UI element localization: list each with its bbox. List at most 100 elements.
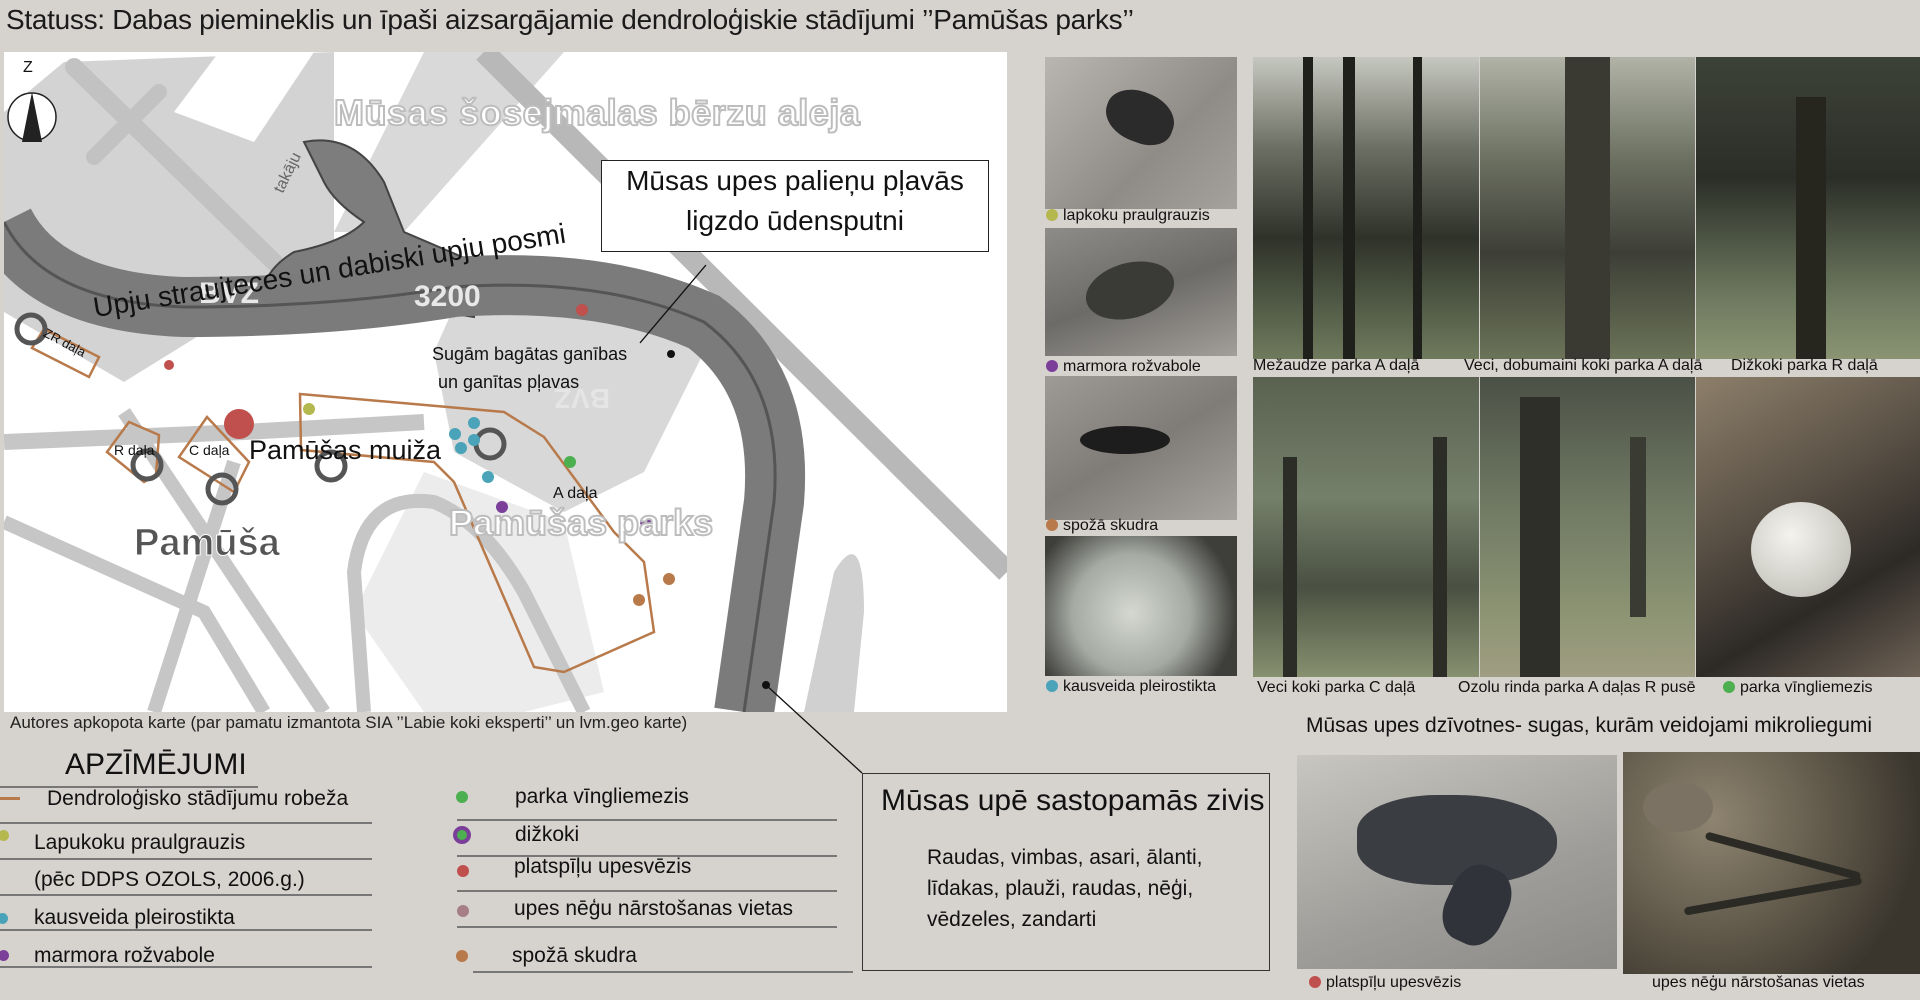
tree-trunk <box>1630 437 1646 617</box>
legend-boundary-swatch <box>0 797 20 800</box>
map-road <box>346 493 591 712</box>
map-road <box>65 58 283 271</box>
caption-oak-row: Ozolu rinda parka A daļas R pusē <box>1458 679 1696 696</box>
map-area-block <box>804 554 864 712</box>
caption-rosechafer: marmora rožvabole <box>1046 358 1201 376</box>
legend-divider <box>473 971 853 973</box>
callout-birds-line1: Mūsas upes palieņu pļavās <box>626 165 964 196</box>
map-canvas <box>4 52 1007 712</box>
lamprey-shape <box>1683 876 1863 916</box>
caption-dot <box>1046 360 1058 372</box>
callout-anchor <box>667 350 675 358</box>
tree-trunk <box>1413 57 1422 359</box>
fish-callout-leader <box>765 684 863 774</box>
label-a-part: A daļa <box>553 485 598 502</box>
legend-divider <box>0 966 372 968</box>
label-village: Pamūša <box>134 522 281 565</box>
legend-divider <box>457 855 837 857</box>
tree-trunk <box>1565 57 1610 359</box>
rosechafer-dot <box>640 516 652 528</box>
legend-divider <box>457 926 837 928</box>
photo-oak-row[interactable] <box>1480 377 1695 677</box>
north-label: Z <box>23 59 33 76</box>
legend-divider <box>0 786 258 788</box>
legend-dot-snail <box>456 791 468 803</box>
caption-ant: spožā skudra <box>1046 517 1158 535</box>
caption-old-trees-a: Veci, dobumaini koki parka A daļā <box>1464 357 1703 374</box>
tree-trunk <box>1796 97 1826 359</box>
pleurosticta-dot <box>468 417 480 429</box>
photo-ant[interactable] <box>1045 376 1237 520</box>
crayfish-dot <box>576 304 588 316</box>
manor-dot <box>224 409 254 439</box>
lamprey-shape <box>1704 831 1862 881</box>
legend-divider <box>457 890 837 892</box>
caption-dizkoki-r: Dižkoki parka R daļā <box>1731 357 1878 374</box>
label-pasture: Sugām bagātas ganības <box>432 344 628 364</box>
fish-box-heading: Mūsas upē sastopamās zivis <box>881 784 1265 817</box>
map-road <box>476 52 1007 580</box>
caption-dot <box>1046 680 1058 692</box>
beetle-shape <box>1098 81 1182 153</box>
boundary-a <box>298 392 656 674</box>
label-bvz: BVZ <box>199 277 259 310</box>
caption-text: parka vīngliemezis <box>1740 679 1873 696</box>
snail-dot <box>564 456 576 468</box>
caption-forest-a: Mežaudze parka A daļā <box>1253 357 1420 374</box>
pleurosticta-dot <box>482 471 494 483</box>
map[interactable]: Z Mūsas šosejmalas bērzu aleja takāju BV… <box>4 52 1007 712</box>
caption-dot <box>1046 519 1058 531</box>
caption-text: lapkoku praulgrauzis <box>1063 207 1210 224</box>
dizkoki-ring <box>314 449 348 483</box>
photo-old-trees-a[interactable] <box>1480 57 1695 359</box>
caption-text: marmora rožvabole <box>1063 358 1201 375</box>
caption-dot <box>1309 976 1321 988</box>
dizkoki-ring <box>14 312 48 346</box>
photo-forest-a[interactable] <box>1253 57 1479 359</box>
dizkoki-ring <box>130 448 164 482</box>
label-pasture-2: un ganītas pļavas <box>438 372 580 392</box>
tree-trunk <box>1433 437 1447 677</box>
river-stone <box>1643 782 1713 832</box>
photo-lichen[interactable] <box>1045 536 1237 676</box>
label-manor: Pamūšas muiža <box>249 435 442 465</box>
legend-item-snail: parka vīngliemezis <box>515 785 689 808</box>
map-road <box>86 84 167 165</box>
legend-item-source: (pēc DDPS OZOLS, 2006.g.) <box>34 868 305 891</box>
legend-dot-rosechafer <box>0 950 9 961</box>
photo-lamprey[interactable] <box>1623 752 1920 974</box>
label-r-part: R daļa <box>114 442 155 458</box>
photo-rosechafer[interactable] <box>1045 228 1237 356</box>
tree-trunk <box>1283 457 1297 677</box>
legend-dot-pleurosticta <box>0 913 8 924</box>
caption-snail: parka vīngliemezis <box>1723 679 1873 697</box>
photo-old-trees-c[interactable] <box>1253 377 1479 677</box>
tree-trunk <box>1303 57 1313 359</box>
legend-item-lamprey: upes nēģu nārstošanas vietas <box>514 897 794 920</box>
caption-text: spožā skudra <box>1063 517 1159 534</box>
caption-text: platspīļu upesvēzis <box>1326 974 1462 991</box>
callout-birds: Mūsas upes palieņu pļavās ligzdo ūdenspu… <box>601 160 989 252</box>
photo-dizkoki-r[interactable] <box>1696 57 1920 359</box>
legend-item-pleurosticta: kausveida pleirostikta <box>34 906 235 929</box>
label-c-part: C daļa <box>189 442 230 458</box>
caption-beetle: lapkoku praulgrauzis <box>1046 207 1210 225</box>
map-road <box>4 515 271 712</box>
page-title: Statuss: Dabas piemineklis un īpaši aizs… <box>6 4 1134 35</box>
caption-crayfish: platspīļu upesvēzis <box>1309 974 1461 992</box>
legend-item-boundary: Dendroloģisko stādījumu robeža <box>47 787 349 810</box>
legend-title: APZĪMĒJUMI <box>65 748 247 781</box>
river-centerline <box>4 221 777 712</box>
legend-dot-beetle <box>0 830 9 841</box>
label-birch-alley: Mūsas šosejmalas bērzu aleja <box>333 91 861 134</box>
photo-snail[interactable] <box>1696 377 1920 677</box>
photo-crayfish[interactable] <box>1297 755 1617 969</box>
tree-trunk <box>1343 57 1355 359</box>
ant-dot <box>663 573 675 585</box>
map-area-block <box>354 472 604 712</box>
ant-dot <box>633 594 645 606</box>
photo-beetle[interactable] <box>1045 57 1237 209</box>
caption-lichen: kausveida pleirostikta <box>1046 678 1216 696</box>
fish-box: Mūsas upē sastopamās zivis Raudas, vimba… <box>862 773 1270 971</box>
map-area-block <box>334 52 564 232</box>
